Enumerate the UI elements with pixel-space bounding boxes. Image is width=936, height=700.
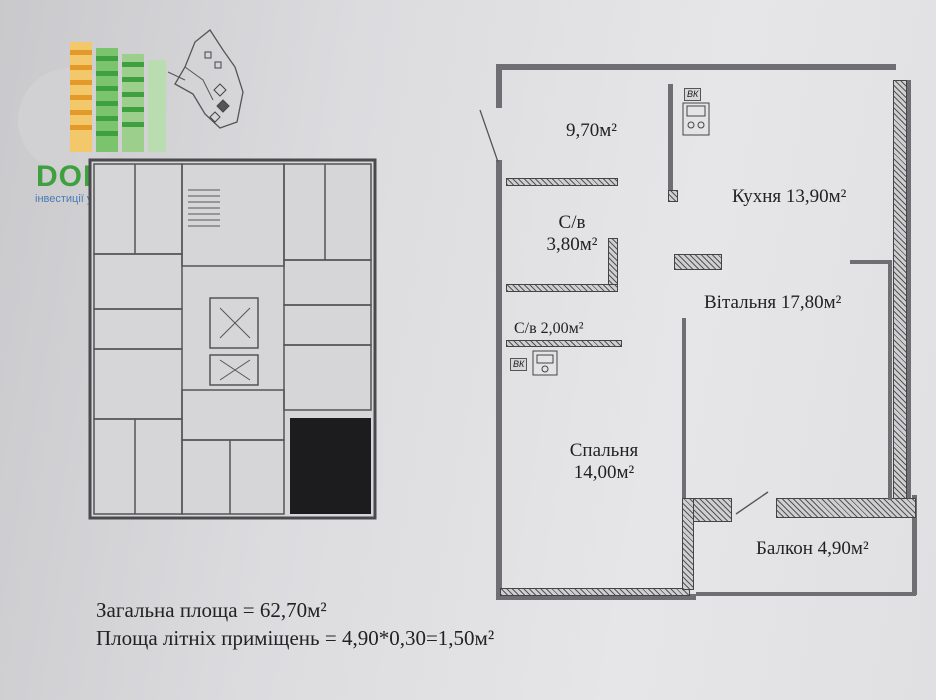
balcony-door-icon (735, 491, 769, 515)
bedroom-right-wall-lower (682, 498, 694, 590)
bath-top-wall (506, 178, 618, 186)
living-right-partition-vert (888, 260, 892, 500)
label-living: Вітальня 17,80м² (704, 292, 842, 313)
label-bedroom: Спальня 14,00м² (544, 440, 664, 484)
bottom-window-bedroom (500, 588, 690, 596)
bedroom-right-wall (682, 318, 686, 498)
entrance-door-icon (479, 109, 499, 163)
left-wall (496, 160, 502, 600)
label-bedroom-area: 14,00м² (573, 462, 635, 483)
small-bath-wall (506, 340, 622, 347)
top-wall (496, 64, 896, 70)
right-window (893, 80, 907, 500)
label-bath-large: С/в 3,80м² (532, 212, 612, 256)
sink-icon (532, 350, 558, 376)
label-bedroom-name: Спальня (569, 440, 639, 461)
kitchen-wall-stub (668, 190, 678, 202)
label-bath-large-name: С/в (558, 212, 586, 233)
label-bath-large-area: 3,80м² (546, 234, 598, 255)
top-left-wall (496, 64, 502, 108)
label-corridor: 9,70м² (566, 120, 617, 141)
site-key-plan-icon (167, 29, 244, 129)
bottom-wall-bedroom (496, 594, 696, 600)
domus-logo-icon (18, 42, 166, 170)
balcony-wall-left (692, 498, 732, 522)
kitchen-left-wall (668, 84, 673, 202)
label-bath-small: С/в 2,00м² (514, 320, 584, 337)
living-right-partition (850, 260, 890, 264)
balcony-bottom-wall (696, 592, 916, 596)
building-floor-plan (88, 158, 377, 520)
label-kitchen: Кухня 13,90м² (732, 186, 847, 207)
total-area-text: Загальна площа = 62,70м² (96, 598, 327, 622)
vk-tag-bath: ВК (510, 358, 528, 371)
summer-area-text: Площа літніх приміщень = 4,90*0,30=1,50м… (96, 626, 495, 650)
vk-tag-kitchen: ВК (684, 88, 702, 101)
right-wall-outer (907, 80, 911, 500)
stove-icon (682, 102, 710, 136)
balcony-window (776, 498, 916, 518)
label-balcony: Балкон 4,90м² (756, 538, 869, 559)
bath-bottom-wall (506, 284, 618, 292)
balcony-right-wall (912, 495, 917, 595)
living-column (674, 254, 722, 270)
